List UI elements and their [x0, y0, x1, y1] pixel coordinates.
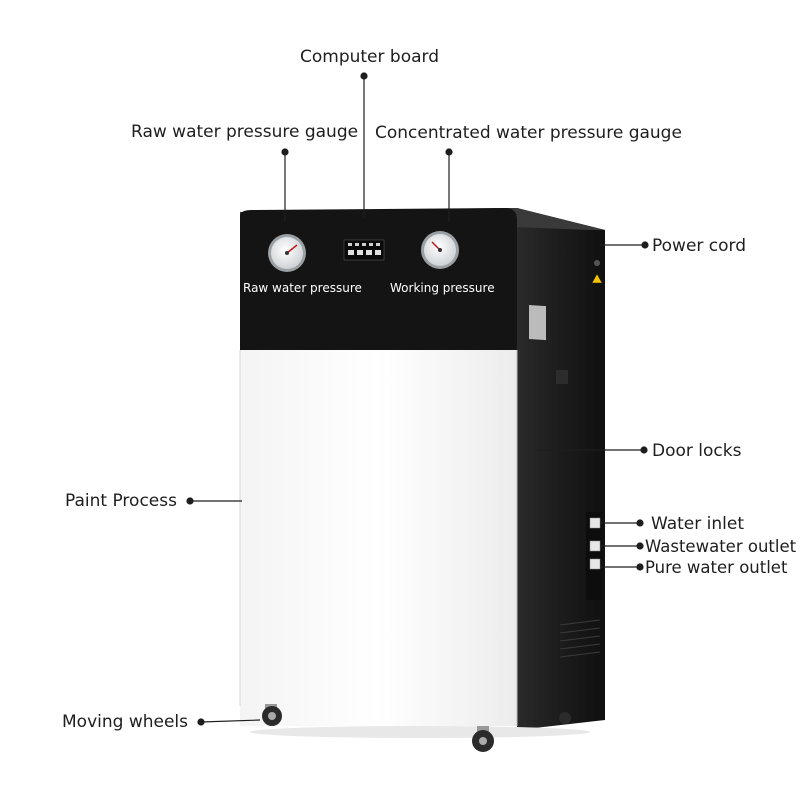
- panel-label-working-pressure: Working pressure: [390, 281, 495, 295]
- wastewater-outlet-port: [589, 540, 601, 552]
- control-panel: [240, 208, 517, 350]
- rear-wheel-icon: [559, 712, 571, 724]
- callout-door-locks: Door locks: [652, 441, 742, 461]
- front-body: [240, 350, 517, 726]
- side-panel: [517, 208, 605, 730]
- callout-computer-board: Computer board: [300, 47, 440, 67]
- pure-water-outlet-port: [589, 558, 601, 570]
- leader-moving-wheels: [200, 719, 261, 723]
- power-cord-socket: [594, 260, 600, 266]
- front-right-wheel-icon: [472, 726, 494, 752]
- water-inlet-port: [589, 517, 601, 529]
- nameplate: [529, 304, 546, 341]
- warning-triangle-icon: [591, 273, 603, 284]
- working-pressure-gauge-icon: [421, 231, 459, 269]
- callout-raw-water-pressure-gauge: Raw water pressure gauge: [131, 122, 359, 142]
- callout-water-inlet: Water inlet: [651, 514, 745, 534]
- callout-wastewater-outlet: Wastewater outlet: [645, 537, 797, 556]
- callout-concentrated-water-pressure-gauge: Concentrated water pressure gauge: [375, 123, 682, 143]
- computer-board-icon: [343, 239, 385, 261]
- callout-power-cord: Power cord: [652, 236, 747, 256]
- panel-label-raw-water-pressure: Raw water pressure: [243, 281, 362, 295]
- callout-moving-wheels: Moving wheels: [62, 712, 188, 732]
- raw-water-pressure-gauge-icon: [268, 234, 306, 272]
- front-left-wheel-icon: [262, 704, 282, 726]
- callout-pure-water-outlet: Pure water outlet: [645, 558, 788, 577]
- callout-paint-process: Paint Process: [65, 491, 177, 511]
